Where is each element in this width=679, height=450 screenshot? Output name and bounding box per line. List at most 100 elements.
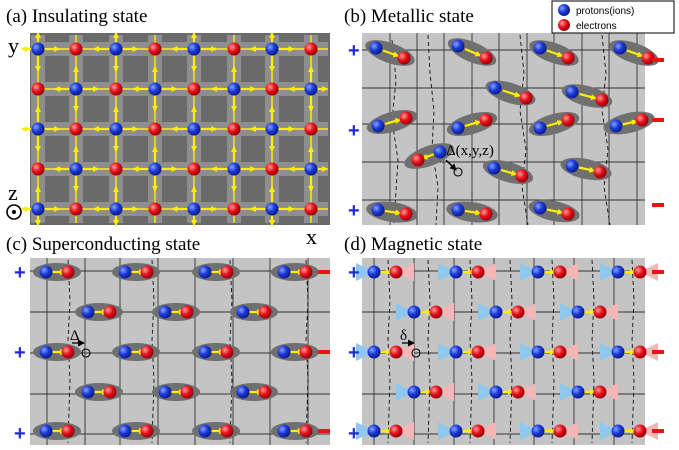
electron <box>140 265 154 279</box>
legend-proton-marker <box>558 4 570 16</box>
spin-triangle-left <box>478 303 496 321</box>
proton <box>407 305 421 319</box>
proton <box>304 82 318 96</box>
electron <box>299 265 313 279</box>
plus-sign: + <box>14 342 26 364</box>
spin-triangle-right <box>436 303 454 321</box>
electron <box>519 91 533 105</box>
proton <box>489 305 503 319</box>
spin-triangle-left <box>356 343 374 361</box>
spin-triangle-left <box>438 263 456 281</box>
proton <box>451 39 465 53</box>
electron <box>553 424 567 438</box>
displacement-arrow <box>384 209 402 216</box>
proton <box>158 385 172 399</box>
proton <box>451 121 465 135</box>
electron <box>109 162 123 176</box>
electron <box>479 113 493 127</box>
proton <box>148 162 162 176</box>
minus-sign <box>652 58 664 62</box>
minus-sign <box>318 270 330 274</box>
spin-triangle-right <box>600 383 618 401</box>
displacement-arrow <box>464 209 482 216</box>
proton <box>367 265 381 279</box>
spin-triangle-right <box>600 303 618 321</box>
z-out-of-plane-icon <box>6 204 22 220</box>
proton <box>81 385 95 399</box>
proton <box>609 119 623 133</box>
proton <box>367 424 381 438</box>
electron <box>69 202 83 216</box>
dashed-boundary <box>151 259 155 444</box>
proton <box>31 202 45 216</box>
electron <box>399 207 413 221</box>
minus-sign <box>652 350 664 354</box>
spin-triangle-right <box>640 343 658 361</box>
legend-electron-label: electrons <box>576 21 617 32</box>
proton <box>371 119 385 133</box>
electron <box>593 305 607 319</box>
dashed-boundary <box>551 259 555 444</box>
proton <box>236 385 250 399</box>
electron <box>148 42 162 56</box>
legend-proton-label: protons(ions) <box>576 6 634 17</box>
plus-sign: + <box>14 423 26 445</box>
proton <box>265 202 279 216</box>
displacement-arrow <box>500 168 518 176</box>
proton <box>109 42 123 56</box>
electron <box>61 424 75 438</box>
panel-d <box>356 258 658 445</box>
dashed-boundary <box>631 259 635 444</box>
electron <box>304 202 318 216</box>
proton <box>531 424 545 438</box>
electron <box>561 113 575 127</box>
spin-triangle-right <box>396 422 414 440</box>
displacement-arrow <box>578 166 596 173</box>
proton <box>371 203 385 217</box>
proton <box>227 82 241 96</box>
electron <box>553 265 567 279</box>
reference-site-marker <box>81 348 91 358</box>
proton <box>81 305 95 319</box>
electron <box>180 305 194 319</box>
proton <box>227 162 241 176</box>
displacement-arrow <box>546 208 564 215</box>
electron <box>148 122 162 136</box>
displacement-arrow <box>464 120 482 128</box>
proton <box>187 122 201 136</box>
electron <box>304 122 318 136</box>
proton <box>531 345 545 359</box>
electron <box>103 305 117 319</box>
spin-triangle-left <box>396 383 414 401</box>
proton <box>236 305 250 319</box>
panel-a-title: (a) Insulating state <box>6 6 147 27</box>
displacement-arrow <box>546 49 564 58</box>
proton <box>277 345 291 359</box>
electron <box>633 265 647 279</box>
proton <box>565 85 579 99</box>
electron <box>31 82 45 96</box>
electron <box>399 111 413 125</box>
panel-b-title: (b) Metallic state <box>344 6 474 27</box>
proton <box>489 385 503 399</box>
displacement-arrow <box>502 89 521 98</box>
dashed-boundary <box>305 259 309 444</box>
spin-triangle-right <box>396 263 414 281</box>
electron <box>103 385 117 399</box>
spin-triangle-right <box>560 422 578 440</box>
electron <box>593 385 607 399</box>
electron <box>140 345 154 359</box>
spin-triangle-right <box>518 303 536 321</box>
displacement-arrow <box>384 118 402 126</box>
dashed-boundary <box>519 34 529 226</box>
electron <box>265 162 279 176</box>
electron <box>148 202 162 216</box>
displacement-arrow <box>421 152 435 160</box>
proton <box>571 385 585 399</box>
panel-b-delta-label: Δ(x,y,z) <box>446 143 494 159</box>
proton <box>488 81 502 95</box>
dashed-boundary <box>427 259 431 444</box>
electron <box>61 345 75 359</box>
electron <box>411 153 425 167</box>
